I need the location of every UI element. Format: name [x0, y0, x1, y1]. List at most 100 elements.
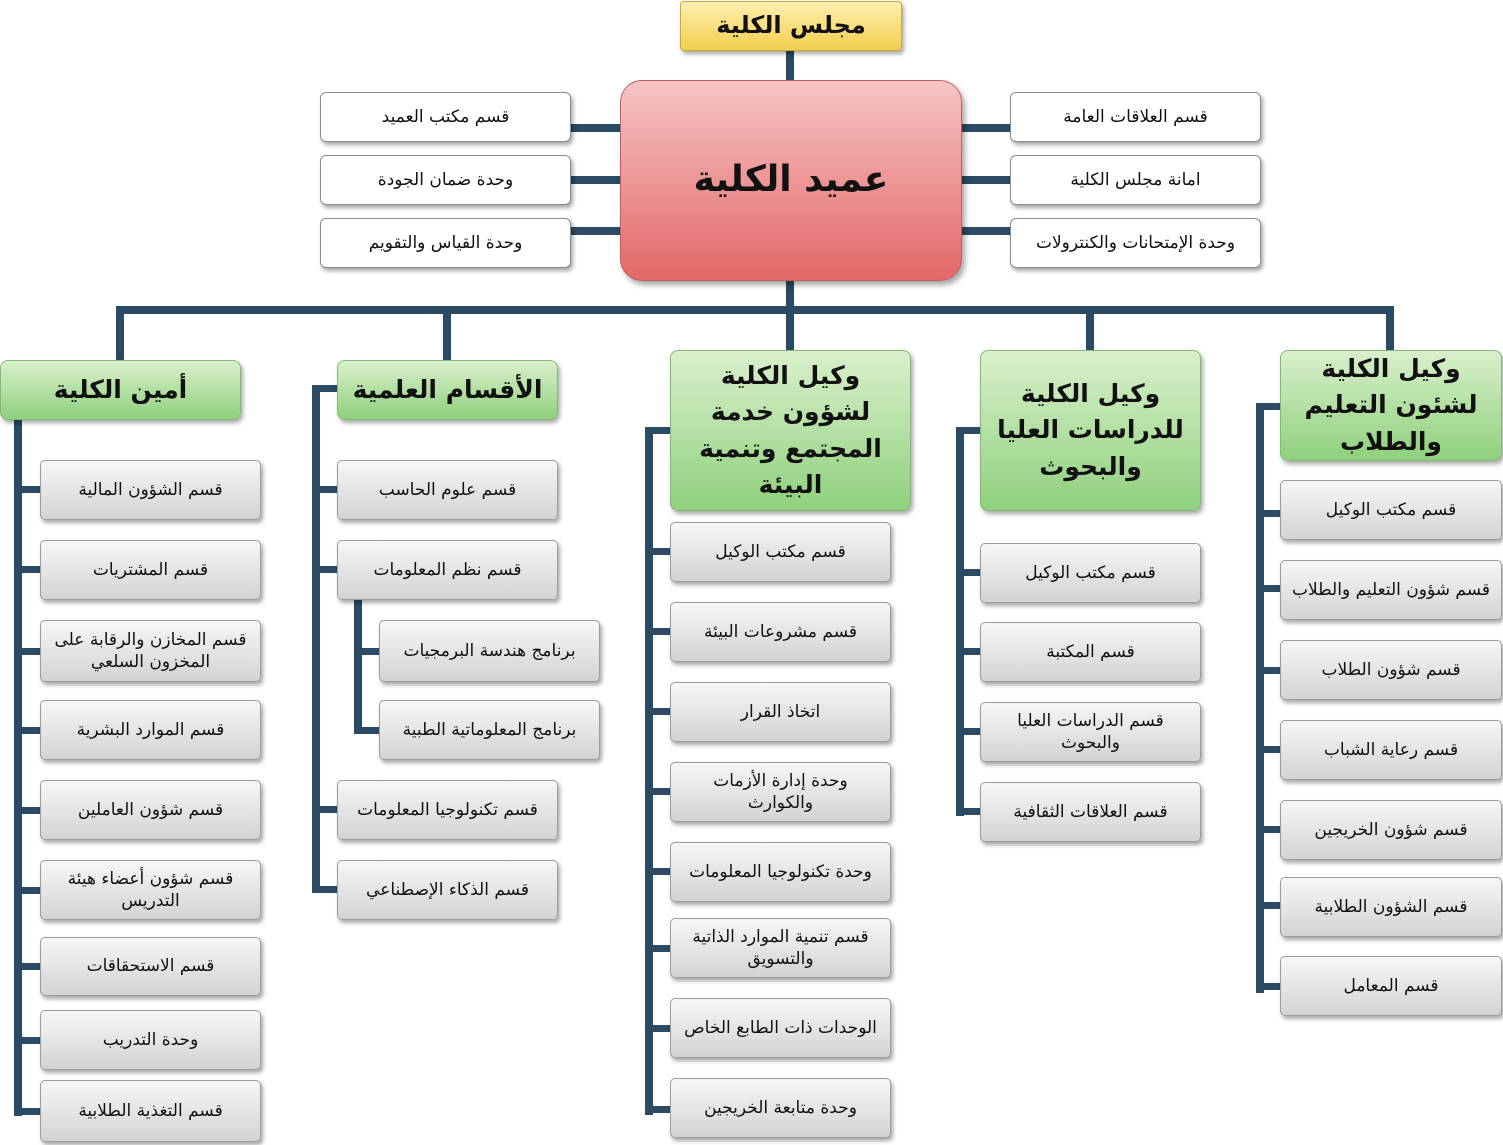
connector-line [960, 176, 1012, 184]
connector-line [1256, 983, 1284, 990]
dean-box: عميد الكلية [620, 80, 962, 281]
information-systems-dept-box: قسم نظم المعلومات [337, 540, 558, 600]
connector-line [645, 1106, 673, 1113]
connector-line [354, 598, 362, 734]
connector-line [786, 50, 794, 82]
connector-line [1256, 746, 1284, 753]
connector-line [14, 486, 42, 493]
community-service-vice-dean-head: وكيل الكلية لشؤون خدمة المجتمع وتنمية ال… [670, 350, 911, 511]
connector-line [956, 427, 964, 816]
college-secretary-head: أمين الكلية [0, 360, 241, 420]
connector-line [14, 566, 42, 573]
human-resources-dept-box: قسم الموارد البشرية [40, 700, 261, 760]
connector-line [645, 868, 673, 875]
connector-line [1256, 826, 1284, 833]
connector-line [956, 427, 984, 434]
vice-dean-office-box: قسم مكتب الوكيل [980, 543, 1201, 603]
youth-care-dept-box: قسم رعاية الشباب [1280, 720, 1502, 780]
graduate-studies-vice-dean-head: وكيل الكلية للدراسات العليا والبحوث [980, 350, 1201, 511]
dean-office-box: قسم مكتب العميد [320, 92, 571, 142]
council-secretariat-box: امانة مجلس الكلية [1010, 155, 1261, 205]
connector-line [312, 566, 340, 573]
entitlements-dept-box: قسم الاستحقاقات [40, 937, 261, 996]
graduate-followup-unit-box: وحدة متابعة الخريجين [670, 1078, 891, 1138]
connector-line [116, 306, 1394, 314]
connector-line [1386, 306, 1394, 352]
graduate-studies-dept-box: قسم الدراسات العليا والبحوث [980, 702, 1201, 762]
connector-line [645, 708, 673, 715]
connector-line [570, 227, 622, 235]
connector-line [14, 727, 42, 734]
connector-line [14, 887, 42, 894]
connector-line [960, 227, 1012, 235]
finance-dept-box: قسم الشؤون المالية [40, 460, 261, 520]
connector-line [956, 569, 984, 576]
college-council-box: مجلس الكلية [680, 1, 902, 51]
academic-departments-head: الأقسام العلمية [337, 360, 558, 420]
information-technology-dept-box: قسم تكنولوجيا المعلومات [337, 780, 558, 840]
student-services-dept-box: قسم الشؤون الطلابية [1280, 877, 1502, 937]
connector-line [116, 306, 124, 362]
connector-line [956, 728, 984, 735]
connector-line [1256, 403, 1284, 410]
connector-line [645, 788, 673, 795]
connector-line [1256, 667, 1284, 674]
public-relations-box: قسم العلاقات العامة [1010, 92, 1261, 142]
connector-line [786, 306, 794, 352]
connector-line [1086, 306, 1094, 352]
connector-line [645, 427, 673, 434]
crisis-management-unit-box: وحدة إدارة الأزمات والكوارث [670, 762, 891, 822]
training-unit-box: وحدة التدريب [40, 1010, 261, 1070]
artificial-intelligence-dept-box: قسم الذكاء الإصطناعي [337, 860, 558, 920]
it-unit-box: وحدة تكنولوجيا المعلومات [670, 842, 891, 902]
connector-line [312, 806, 340, 813]
library-dept-box: قسم المكتبة [980, 622, 1201, 682]
connector-line [14, 648, 42, 655]
student-affairs-dept-box: قسم شؤون الطلاب [1280, 640, 1502, 700]
connector-line [570, 124, 622, 132]
software-engineering-program-box: برنامج هندسة البرمجيات [379, 620, 600, 682]
connector-line [312, 886, 340, 893]
employee-affairs-dept-box: قسم شؤون العاملين [40, 780, 261, 840]
environment-projects-dept-box: قسم مشروعات البيئة [670, 602, 891, 662]
connector-line [1256, 902, 1284, 909]
faculty-affairs-dept-box: قسم شؤون أعضاء هيئة التدريس [40, 860, 261, 920]
procurement-dept-box: قسم المشتريات [40, 540, 261, 600]
connector-line [312, 486, 340, 493]
student-nutrition-dept-box: قسم التغذية الطلابية [40, 1080, 261, 1142]
connector-line [14, 418, 22, 1116]
decision-making-box: اتخاذ القرار [670, 682, 891, 742]
connector-line [645, 1025, 673, 1032]
connector-line [1256, 403, 1264, 993]
connector-line [645, 548, 673, 555]
laboratories-dept-box: قسم المعامل [1280, 956, 1502, 1016]
connector-line [645, 427, 653, 1115]
graduate-affairs-dept-box: قسم شؤون الخريجين [1280, 800, 1502, 860]
exams-control-box: وحدة الإمتحانات والكنترولات [1010, 218, 1261, 268]
connector-line [443, 306, 451, 362]
connector-line [312, 385, 340, 392]
medical-informatics-program-box: برنامج المعلوماتية الطبية [379, 700, 600, 760]
connector-line [354, 648, 382, 655]
connector-line [645, 628, 673, 635]
connector-line [1256, 510, 1284, 517]
special-units-box: الوحدات ذات الطابع الخاص [670, 998, 891, 1058]
connector-line [14, 1037, 42, 1044]
computer-science-dept-box: قسم علوم الحاسب [337, 460, 558, 520]
connector-line [14, 1108, 42, 1115]
connector-line [570, 176, 622, 184]
education-students-affairs-dept-box: قسم شؤون التعليم والطلاب [1280, 560, 1502, 620]
measurement-evaluation-box: وحدة القياس والتقويم [320, 218, 571, 268]
connector-line [786, 280, 794, 310]
connector-line [956, 648, 984, 655]
connector-line [14, 807, 42, 814]
quality-assurance-box: وحدة ضمان الجودة [320, 155, 571, 205]
cultural-relations-dept-box: قسم العلاقات الثقافية [980, 782, 1201, 842]
stores-dept-box: قسم المخازن والرقابة على المخزون السلعي [40, 620, 261, 682]
vice-dean-office-box: قسم مكتب الوكيل [670, 522, 891, 582]
connector-line [956, 808, 984, 815]
connector-line [354, 727, 382, 734]
connector-line [1256, 585, 1284, 592]
vice-dean-office-box: قسم مكتب الوكيل [1280, 480, 1502, 540]
resource-development-dept-box: قسم تنمية الموارد الذاتية والتسويق [670, 918, 891, 978]
